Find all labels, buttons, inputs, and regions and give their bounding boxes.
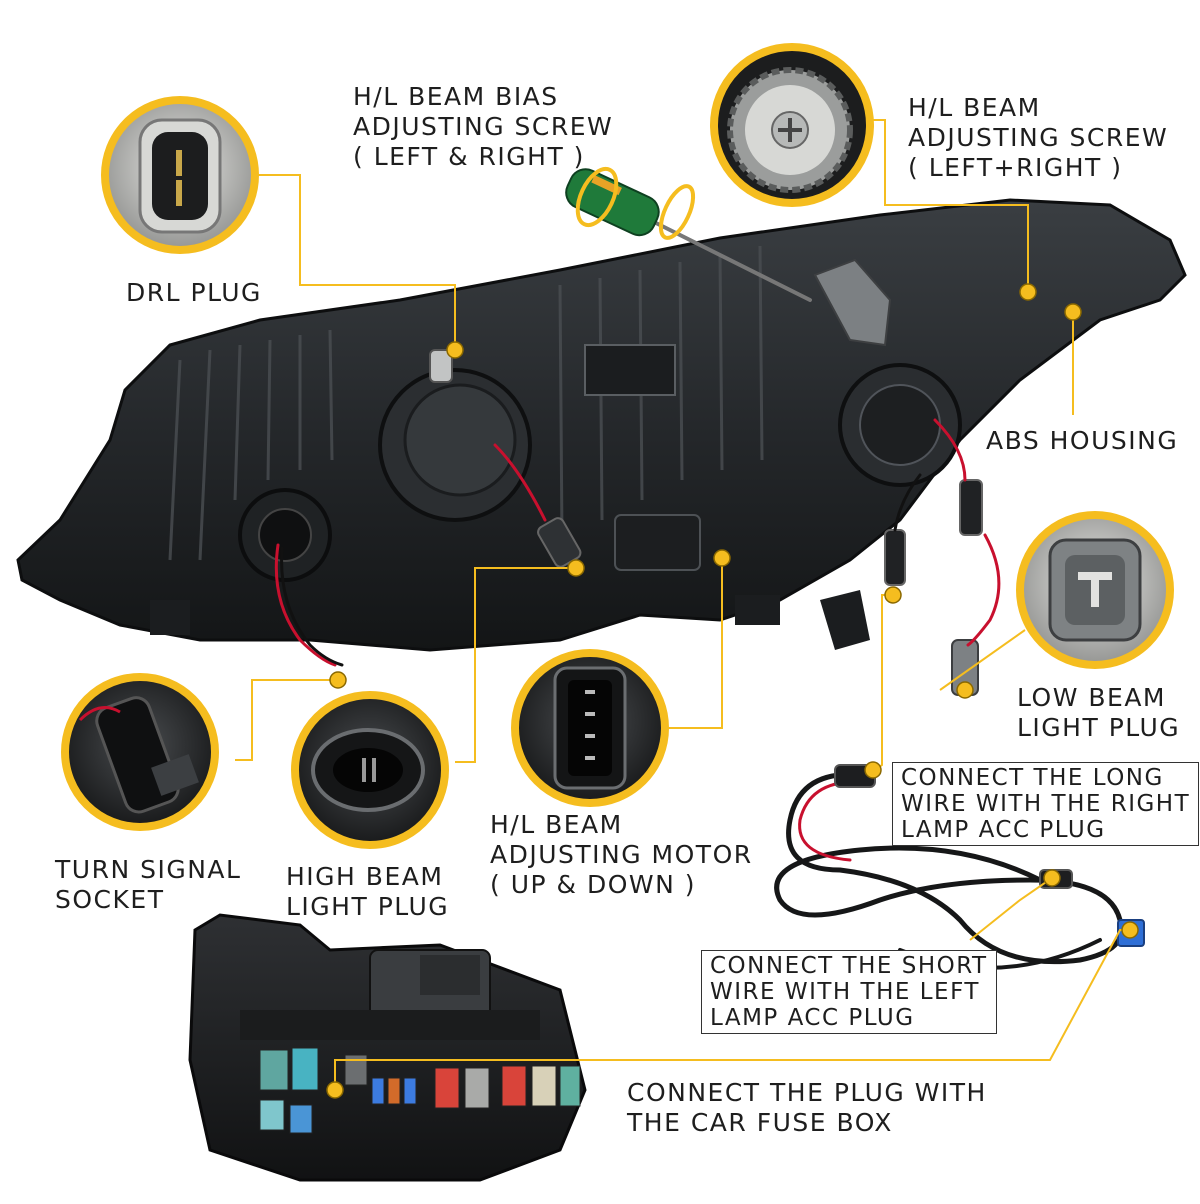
label-drl-plug: DRL PLUG [126,278,262,307]
plug-t-icon [1048,538,1142,642]
fuse-box-icon [188,913,587,1182]
label-long-wire: CONNECT THE LONG WIRE WITH THE RIGHT LAM… [892,762,1200,846]
leader-lines [235,119,1130,1090]
detail-beam-screw [710,43,874,207]
label-short-wire: CONNECT THE SHORT WIRE WITH THE LEFT LAM… [701,950,997,1034]
detail-low-beam-plug [1016,511,1174,669]
callout-dots [326,283,1139,1099]
gear-screw-icon [727,67,853,193]
screwdriver-icon [565,166,696,240]
label-beam-motor: H/L BEAM ADJUSTING MOTOR ( UP & DOWN ) [490,810,753,899]
label-abs-housing: ABS HOUSING [986,426,1179,455]
detail-turn-signal-socket [61,673,219,831]
label-bias-screw: H/L BEAM BIAS ADJUSTING SCREW ( LEFT & R… [353,82,614,171]
detail-beam-motor [511,649,669,807]
connector-4pin-icon [553,666,627,790]
plug-oval-icon [311,728,425,812]
detail-drl-plug [101,96,259,254]
label-beam-screw: H/L BEAM ADJUSTING SCREW ( LEFT+RIGHT ) [908,93,1169,182]
socket-icon [78,696,199,814]
label-high-beam-plug: HIGH BEAM LIGHT PLUG [286,862,450,921]
plug-2pin-icon [138,118,222,234]
label-turn-signal: TURN SIGNAL SOCKET [55,855,242,914]
label-low-beam-plug: LOW BEAM LIGHT PLUG [1017,683,1181,742]
headlight-housing [16,198,1187,696]
detail-high-beam-plug [291,691,449,849]
label-fuse-box: CONNECT THE PLUG WITH THE CAR FUSE BOX [627,1078,987,1137]
